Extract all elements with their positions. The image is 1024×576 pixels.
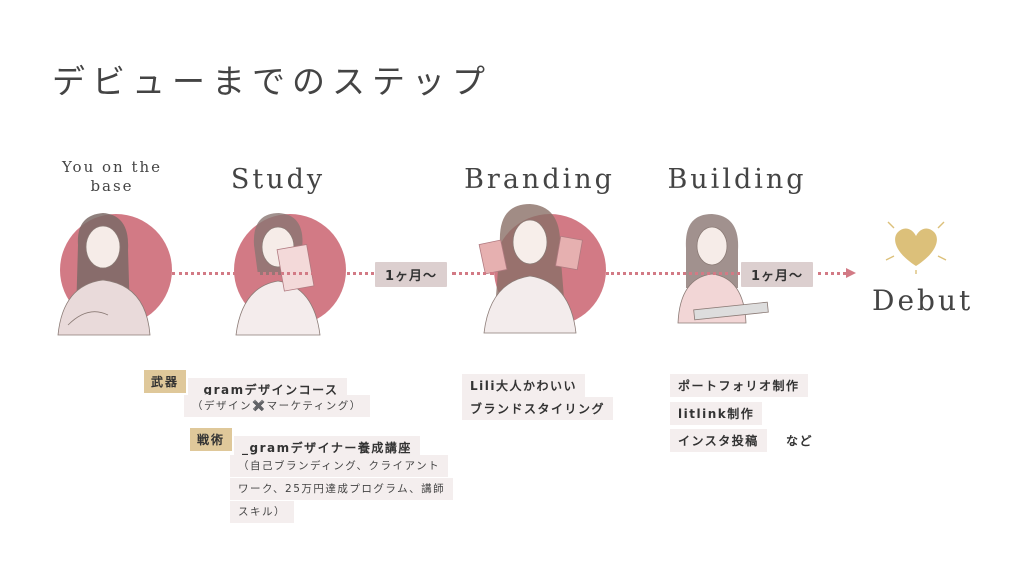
branding-line: ブランドスタイリング: [462, 397, 614, 420]
woman-illustration-building: [677, 214, 769, 324]
weapon-subtitle: （デザイン✖️マーケティング）: [184, 395, 370, 417]
debut-label: Debut: [872, 284, 974, 317]
building-item-portfolio: ポートフォリオ制作: [670, 374, 808, 397]
strategy-subtitle-line: （自己ブランディング、クライアント: [230, 455, 449, 477]
building-suffix: など: [786, 434, 814, 448]
strategy-subtitle-line: スキル）: [230, 501, 294, 523]
connector-study-branding: [452, 272, 494, 275]
connector-branding-building: [606, 272, 740, 275]
page-title: デビューまでのステップ: [52, 62, 492, 101]
weapon-tag: 武器: [144, 370, 187, 393]
woman-illustration-study: [235, 213, 321, 336]
heart-icon: [885, 221, 947, 274]
woman-illustration-branding: [478, 204, 583, 334]
arrow-head-icon: [846, 268, 856, 278]
step-title-building: Building: [667, 164, 807, 195]
strategy-subtitle-line: ワーク、25万円達成プログラム、講師: [230, 478, 454, 500]
step-title-base: You on the base: [52, 158, 172, 196]
step-title-base-text: You on the base: [61, 158, 163, 195]
step-title-study: Study: [230, 164, 326, 195]
step-title-branding: Branding: [464, 164, 615, 195]
strategy-tag: 戦術: [190, 428, 233, 451]
building-item-litlink: litlink制作: [670, 402, 763, 425]
branding-details: Lili大人かわいい ブランドスタイリング: [462, 374, 614, 420]
strategy-subtitle: （自己ブランディング、クライアント ワーク、25万円達成プログラム、講師 スキル…: [230, 454, 462, 523]
branding-line: Lili大人かわいい: [462, 374, 585, 397]
connector-base-study: [172, 272, 374, 275]
duration-label-2: 1ヶ月〜: [741, 262, 814, 287]
building-item-instagram: インスタ投稿: [670, 429, 767, 452]
woman-illustration-base: [57, 213, 151, 336]
strategy-title: _gramデザイナー養成講座: [234, 436, 420, 459]
duration-label-1: 1ヶ月〜: [375, 262, 448, 287]
connector-building-debut: [818, 272, 846, 275]
